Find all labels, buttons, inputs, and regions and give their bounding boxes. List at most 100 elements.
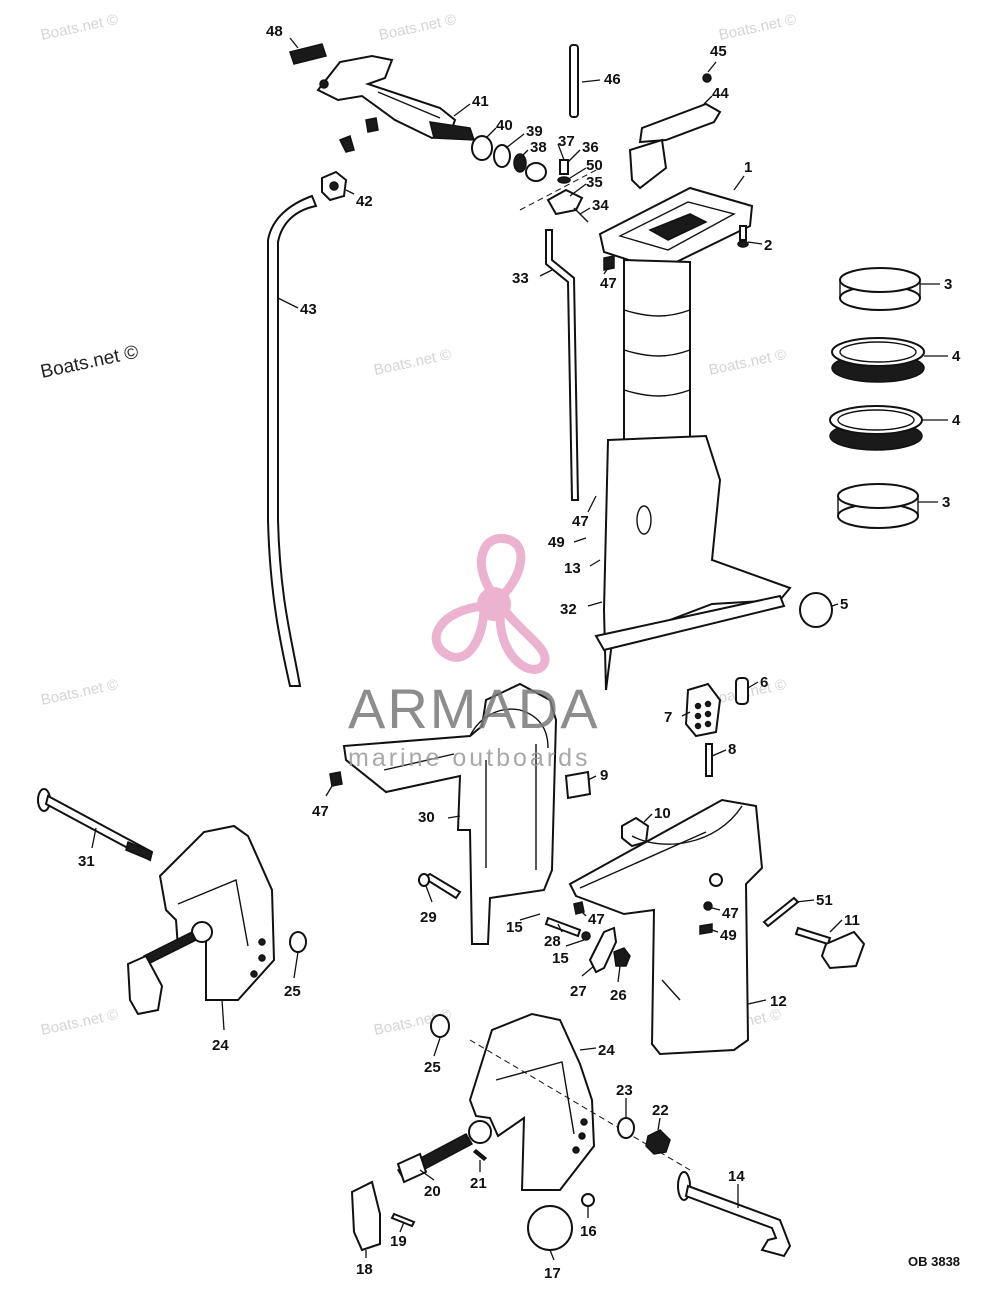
- part-25-washer-right: [430, 1014, 450, 1038]
- callout-24-left: 24: [212, 1037, 229, 1054]
- part-38-washer: [513, 153, 527, 173]
- part-35-link-bracket: [546, 188, 584, 216]
- part-33-shift-rod: [545, 229, 580, 501]
- armada-logo: ARMADA marine outboards: [348, 533, 600, 772]
- callout-27: 27: [570, 983, 587, 1000]
- callout-23: 23: [616, 1082, 633, 1099]
- callout-19: 19: [390, 1233, 407, 1250]
- part-23-washer: [617, 1117, 635, 1139]
- callout-45: 45: [710, 43, 727, 60]
- part-47-grease-fitting: [365, 117, 379, 133]
- part-6-pin: [735, 677, 749, 705]
- callout-47-right: 47: [722, 905, 739, 922]
- callout-48: 48: [266, 23, 283, 40]
- callout-3-top: 3: [944, 276, 952, 293]
- part-22-nut: [645, 1129, 671, 1155]
- part-18-clamp-handle-right: [350, 1180, 381, 1252]
- callout-39: 39: [526, 123, 543, 140]
- part-24-clamp-bracket-left: [158, 824, 276, 1001]
- callout-37: 37: [558, 133, 575, 150]
- part-21-pin: [472, 1148, 488, 1162]
- watermark-text: Boats.net ©: [377, 11, 457, 44]
- brand-tagline: marine outboards: [348, 744, 591, 772]
- part-47-grease-fitting: [603, 255, 615, 271]
- part-37-washer: [525, 162, 547, 182]
- callout-34: 34: [592, 197, 609, 214]
- part-45-screw: [702, 73, 712, 83]
- callout-4-upper: 4: [952, 348, 961, 365]
- part-26-nut: [613, 947, 631, 967]
- part-43-tube: [267, 194, 318, 687]
- callout-25-left: 25: [284, 983, 301, 1000]
- callout-51: 51: [816, 892, 833, 909]
- part-2-bolt: [739, 225, 747, 241]
- part-28-pin: [544, 916, 582, 938]
- part-49-screw: [338, 134, 355, 153]
- callout-24-right: 24: [598, 1042, 615, 1059]
- part-5-plug: [799, 592, 833, 628]
- callout-20: 20: [424, 1183, 441, 1200]
- callout-43: 43: [300, 301, 317, 318]
- watermark-text: Boats.net ©: [39, 11, 119, 44]
- callout-13: 13: [564, 560, 581, 577]
- part-20-clamp-screw-right: [396, 1133, 474, 1184]
- callout-40: 40: [496, 117, 513, 134]
- leader-lines: [91, 37, 948, 1261]
- part-40-bushing: [471, 135, 493, 161]
- callout-6: 6: [760, 674, 768, 691]
- callout-9: 9: [600, 767, 608, 784]
- part-25-washer-left: [289, 931, 307, 953]
- part-4-bearing-ring-upper: [831, 337, 925, 383]
- callout-26: 26: [610, 987, 627, 1004]
- callout-32: 32: [560, 601, 577, 618]
- callout-28: 28: [544, 933, 561, 950]
- brand-name: ARMADA: [348, 677, 600, 740]
- callout-15-upper: 15: [506, 919, 523, 936]
- watermark-primary: Boats.net ©: [39, 342, 141, 383]
- part-18-clamp-handle-left: [126, 954, 164, 1016]
- part-3-mount-ring-top: [839, 267, 921, 311]
- callout-25-right: 25: [424, 1059, 441, 1076]
- callout-18: 18: [356, 1261, 373, 1278]
- callout-16: 16: [580, 1223, 597, 1240]
- callout-30: 30: [418, 809, 435, 826]
- part-44-bracket: [628, 138, 668, 190]
- callout-49-mid: 49: [548, 534, 565, 551]
- callout-47-lower: 47: [588, 911, 605, 928]
- callout-3-bottom: 3: [942, 494, 950, 511]
- callout-31: 31: [78, 853, 95, 870]
- watermark-text: Boats.net ©: [39, 676, 119, 709]
- part-46-rod: [569, 44, 579, 118]
- part-2-bolt-head: [737, 240, 749, 248]
- watermark-text: Boats.net ©: [717, 11, 797, 44]
- callout-50: 50: [586, 157, 603, 174]
- part-41-tiller-handle: [316, 54, 476, 141]
- callout-labels: 48 41 40 39 38 37 36 50 35 34 46 45 44 1…: [78, 23, 961, 1282]
- part-4-bearing-ring-lower: [829, 405, 923, 451]
- callout-47-mid: 47: [572, 513, 589, 530]
- part-12-stern-bracket: [568, 798, 764, 1056]
- part-16-screw: [581, 1193, 595, 1207]
- callout-21: 21: [470, 1175, 487, 1192]
- watermark-text: Boats.net ©: [707, 346, 787, 379]
- part-17-clamp-pad: [527, 1205, 573, 1251]
- callout-5: 5: [840, 596, 848, 613]
- part-42-nut-hole: [329, 181, 339, 191]
- callout-11: 11: [844, 912, 860, 929]
- callout-42: 42: [356, 193, 373, 210]
- centerline: [519, 167, 601, 211]
- callout-47-top: 47: [600, 275, 617, 292]
- part-14-tilt-lever: [677, 1171, 792, 1258]
- part-19-pin: [390, 1212, 416, 1228]
- part-11-thumb-screw: [794, 926, 866, 970]
- propeller-icon: [431, 533, 550, 674]
- part-51-pin: [762, 896, 800, 928]
- part-34-pin: [573, 207, 589, 223]
- part-48-decal: [289, 43, 327, 65]
- callout-46: 46: [604, 71, 621, 88]
- part-39-washer: [493, 144, 511, 168]
- callout-47-left: 47: [312, 803, 329, 820]
- callout-33: 33: [512, 270, 529, 287]
- part-8-bolt: [705, 743, 713, 777]
